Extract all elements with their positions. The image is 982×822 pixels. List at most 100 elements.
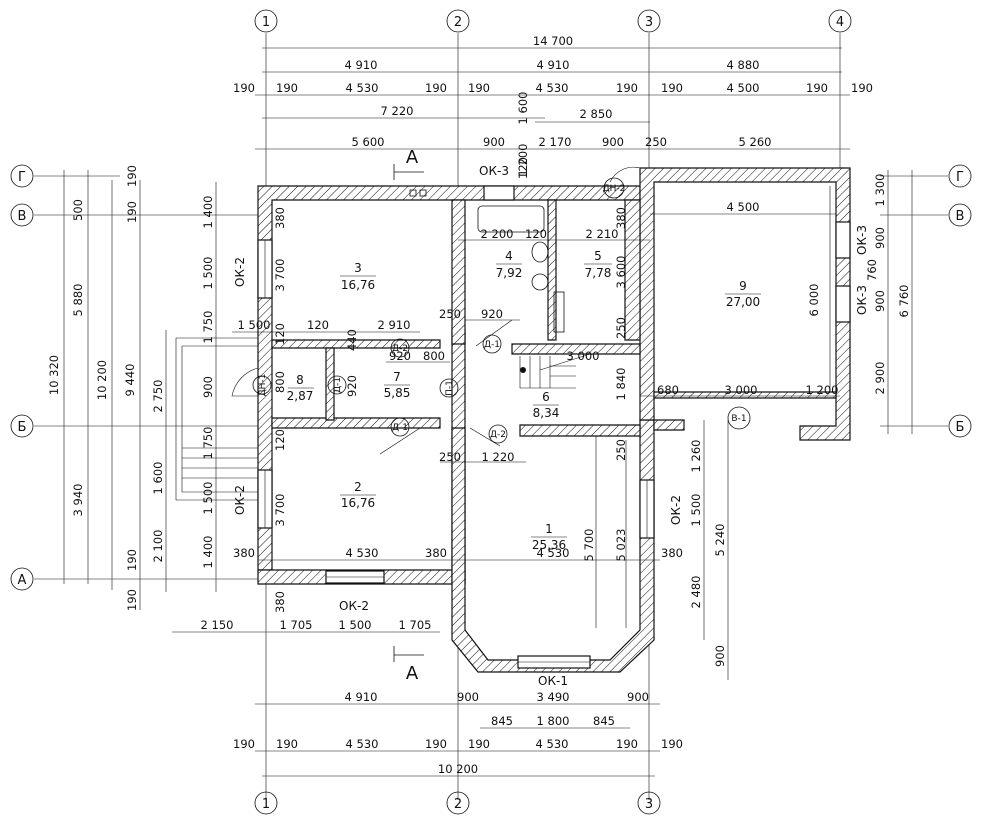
room-8-number: 8 [296,373,304,387]
dim-int: 3 700 [273,494,287,527]
dim-int: 3 700 [273,259,287,292]
section-mark-bottom: А [406,663,419,684]
axis-bottom-1: 1 [262,797,270,812]
dim-bottom-total: 10 200 [438,762,478,776]
dim-int: 380 [661,546,683,560]
room-6-area: 8,34 [533,406,560,420]
dim-top-row2: 4 910 [345,58,378,72]
axis-bottom-3: 3 [645,797,653,812]
dim-int: 3 000 [567,349,600,363]
label-ok3-right-bottom: ОК-3 [855,285,869,315]
axis-left-a: А [18,573,27,588]
dim-top-row3: 190 [806,81,828,95]
dim-left-inner: 1 750 [201,427,215,460]
dim-int: 680 [657,383,679,397]
dim-int: 120 [273,323,287,345]
axis-markers: 1 2 3 4 1 2 3 Г В Б А Г В Б [10,9,972,815]
room-1-number: 1 [545,522,553,536]
window-ok3-right-top [835,221,851,259]
dim-left-outer: 10 320 [47,355,61,395]
bathtub [477,205,545,233]
door-dn1-swing [231,367,259,397]
dim-int: 120 [307,318,329,332]
door-d2-leaf [469,427,501,447]
room-3-area: 16,76 [341,278,375,292]
dim-right: 900 [873,290,887,312]
label-ok3-right-top: ОК-3 [855,225,869,255]
dim-left-inner: 1 400 [201,196,215,229]
room-1-area: 25,36 [532,538,566,552]
dim-int: 920 [481,307,503,321]
door-tag-d1: Д-1 [392,423,408,433]
door-tag-v1: В-1 [731,414,746,424]
dim-top-row3: 190 [425,81,447,95]
dim-top-row5: 2 170 [539,135,572,149]
dim-top-row2: 4 880 [727,58,760,72]
dim-top-row5: 900 [602,135,624,149]
windows [257,185,851,669]
dim-bottom-row1: 2 150 [201,618,234,632]
room-2-number: 2 [354,480,362,494]
dim-left-outer: 500 [71,199,85,221]
label-ok3-top: ОК-3 [479,164,509,178]
label-ok2-right: ОК-2 [669,495,683,525]
dim-int: 440 [345,329,359,351]
dim-int: 800 [423,349,445,363]
dim-left-mid: 9 440 [123,364,137,397]
axis-right-b: Б [956,420,965,435]
dim-top-row3: 190 [661,81,683,95]
label-ok1: ОК-1 [538,674,568,688]
dim-top-row3: 190 [616,81,638,95]
dim-left-inner: 900 [201,376,215,398]
fixtures [175,189,591,501]
dim-top-row4: 1 600 [516,92,530,125]
window-labels: ОК-3 ОК-2 ОК-2 ОК-2 ОК-2 ОК-1 ОК-3 ОК-3 [233,164,869,688]
dim-right: 760 [865,259,879,281]
room-9-area: 27,00 [726,295,760,309]
dim-bottom-row3: 845 [491,714,513,728]
dim-bottom-row2: 4 910 [345,690,378,704]
dim-int: 1 220 [482,450,515,464]
dim-int: 2 910 [378,318,411,332]
door-d1-leaf [379,427,421,455]
dim-top-row5: 5 260 [739,135,772,149]
room-2-area: 16,76 [341,496,375,510]
dim-int: 120 [273,429,287,451]
dim-top-row5: 250 [645,135,667,149]
room-6-number: 6 [542,390,550,404]
axis-right-g: Г [956,170,964,185]
dim-top-row5: 5 600 [352,135,385,149]
dim-bottom-row4: 190 [661,737,683,751]
dim-int: 250 [439,450,461,464]
dim-bottom-row2: 900 [457,690,479,704]
dim-int: 1 500 [238,318,271,332]
dim-top-row3: 4 500 [727,81,760,95]
interior-dimensions: 380 3 700 380 3 700 380 380 4 530 380 4 … [232,157,840,680]
dim-top-row3: 190 [851,81,873,95]
dim-int: 380 [273,207,287,229]
axis-top-2: 2 [454,15,462,30]
room-7-area: 5,85 [384,386,411,400]
vent [419,189,427,197]
right-dimensions: 1 300 900 760 900 2 900 6 760 [865,170,913,434]
door-tag-p1: П-1 [445,380,455,396]
dim-bottom-row4: 190 [468,737,490,751]
dim-int: 800 [273,371,287,393]
dim-bottom-row3: 845 [593,714,615,728]
dim-top-row3: 190 [233,81,255,95]
dim-int: 380 [425,546,447,560]
axis-top-4: 4 [836,15,844,30]
window-ok3-right-bottom [835,285,851,323]
door-tag-d1: Д-1 [333,377,343,393]
label-ok2-left-top: ОК-2 [233,257,247,287]
dim-top-row4: 2 850 [580,107,613,121]
dim-bottom-row2: 3 490 [537,690,570,704]
dim-bottom-row4: 190 [233,737,255,751]
dim-left-outer: 190 [125,201,139,223]
dim-bottom-row1: 1 705 [399,618,432,632]
dim-bottom-row4: 190 [276,737,298,751]
doors [231,166,641,455]
vent [409,189,417,197]
dim-top-row3: 190 [468,81,490,95]
dim-left-outer: 5 880 [71,284,85,317]
